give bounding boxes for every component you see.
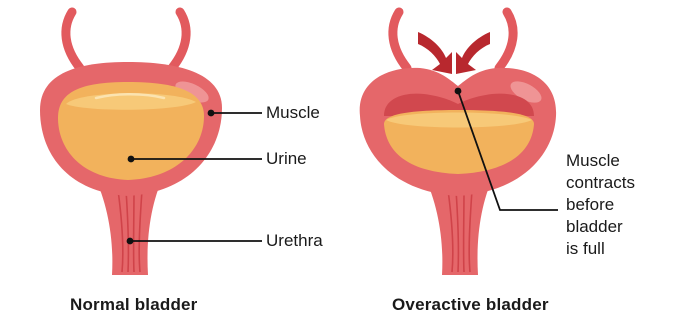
contracts-label-line-5: is full [566, 238, 635, 260]
overactive-bladder [360, 12, 558, 275]
contracts-label-line-1: Muscle [566, 150, 635, 172]
muscle-label: Muscle [266, 103, 320, 123]
overactive-ureter-left [393, 12, 407, 68]
contracts-label-line-3: before [566, 194, 635, 216]
overactive-bladder-caption: Overactive bladder [392, 295, 549, 315]
urethra-label: Urethra [266, 231, 323, 251]
normal-bladder-caption: Normal bladder [70, 295, 198, 315]
contracts-label: Muscle contracts before bladder is full [566, 150, 635, 260]
contraction-arrow-left [418, 32, 452, 74]
normal-ureter-left [66, 12, 80, 68]
contraction-arrow-right [456, 32, 490, 74]
contracts-label-line-4: bladder [566, 216, 635, 238]
normal-ureter-right [172, 12, 186, 68]
urine-label: Urine [266, 149, 307, 169]
normal-bladder [40, 12, 262, 275]
contracts-label-line-2: contracts [566, 172, 635, 194]
overactive-ureter-right [499, 12, 513, 68]
